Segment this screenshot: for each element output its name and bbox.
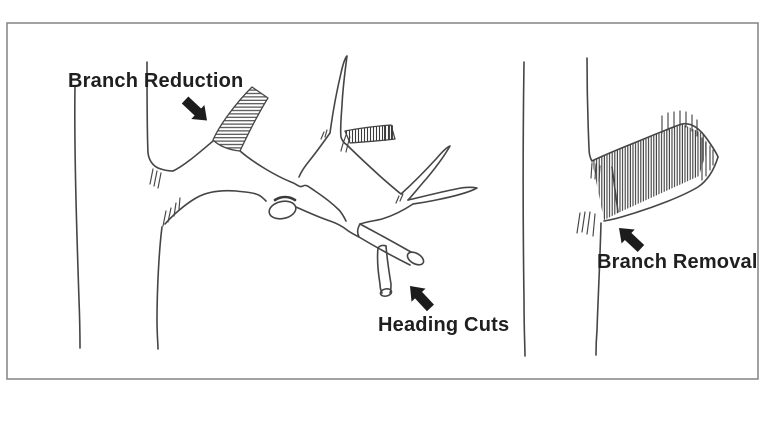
stub-cut-hatch xyxy=(345,125,395,143)
left-trunk-left-edge xyxy=(74,85,81,349)
branch-reduction-arrow-icon xyxy=(181,96,207,121)
left-tree xyxy=(74,55,478,350)
right-trunk-right-edge-lower xyxy=(595,222,602,356)
tall-twig xyxy=(298,55,348,178)
fork-twig-upper xyxy=(400,145,451,201)
removal-upper-ticks xyxy=(590,162,601,182)
outer-tail-hatch xyxy=(701,137,714,181)
knot-crescent xyxy=(273,195,297,202)
right-trunk-right-edge-upper xyxy=(586,57,593,162)
branch-reduction-hatch-outline xyxy=(212,86,269,152)
frame-border xyxy=(6,22,759,380)
scaffold-underside-right xyxy=(295,206,360,238)
heading-cuts-label: Heading Cuts xyxy=(378,314,510,336)
stub-cut-hatch-outline xyxy=(344,124,396,144)
scaffold-underside-left xyxy=(164,189,267,225)
reduced-branch-under-edge xyxy=(172,140,214,172)
stub-cut-dark-end xyxy=(384,125,393,141)
scaffold-top-edge-right xyxy=(346,144,402,195)
trunk-branch-ticks xyxy=(149,168,162,189)
heading-cut-stub xyxy=(356,223,425,266)
fork-to-stub-edge xyxy=(359,203,414,225)
right-trunk-left-edge xyxy=(522,61,526,357)
scaffold-top-edge-left xyxy=(239,150,347,222)
right-tree xyxy=(522,57,719,357)
left-trunk-right-edge-upper xyxy=(146,61,174,172)
left-trunk-right-edge-lower xyxy=(156,226,163,350)
branch-removal-label: Branch Removal xyxy=(597,251,758,273)
branch-removal-hatch xyxy=(592,124,707,220)
branch-reduction-hatch xyxy=(213,87,268,151)
branch-removal-arrow-icon xyxy=(619,228,645,252)
cut-piece xyxy=(376,244,393,298)
underside-ticks xyxy=(162,197,181,227)
knot-ellipse xyxy=(268,200,297,220)
removal-cut-line xyxy=(611,166,619,213)
removed-branch-top-edge xyxy=(591,122,719,162)
hatch-overshoot-spikes xyxy=(661,110,698,137)
heading-cuts-arrow-icon xyxy=(410,286,434,312)
removal-lower-ticks xyxy=(576,211,596,237)
branch-reduction-label: Branch Reduction xyxy=(68,70,244,92)
twig-base-ticks xyxy=(320,129,328,140)
fork-base-ticks xyxy=(395,193,404,204)
removed-branch-bottom-edge xyxy=(603,156,719,222)
fork-twig-lower xyxy=(407,186,478,205)
